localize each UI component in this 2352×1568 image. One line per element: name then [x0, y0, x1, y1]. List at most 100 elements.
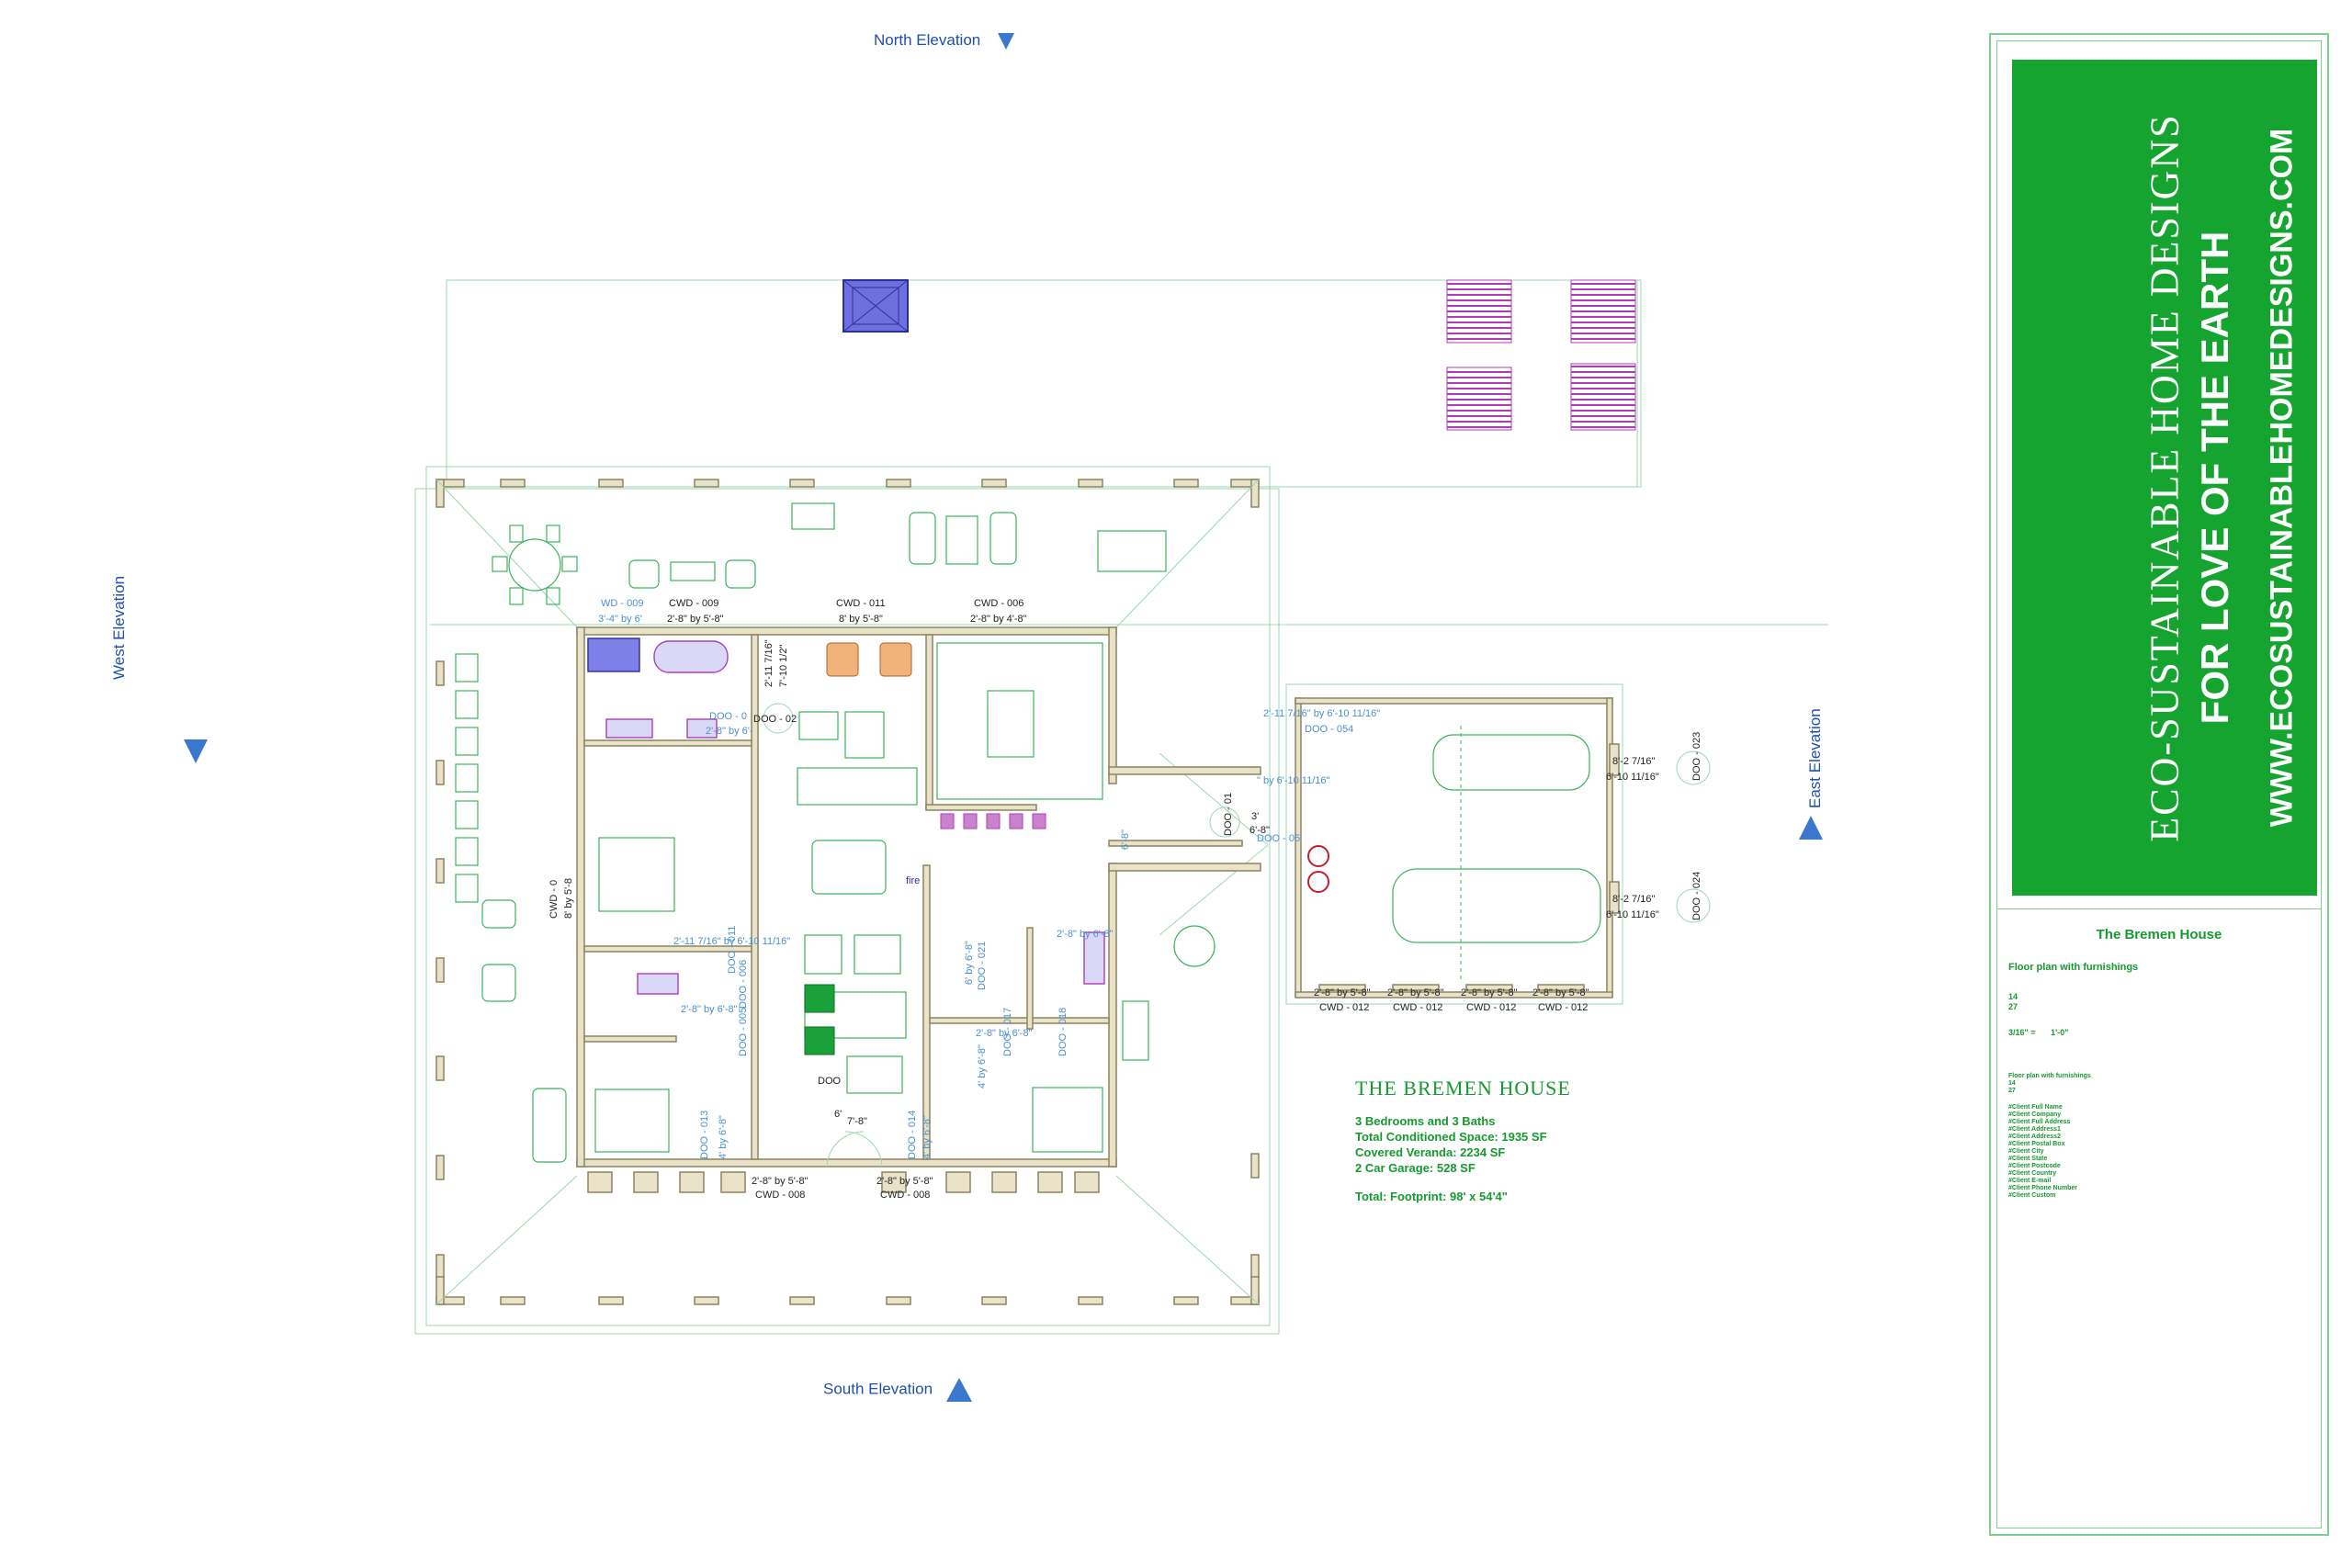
veranda-post	[679, 1171, 705, 1193]
tag-cwd012-1: CWD - 012	[1319, 1002, 1369, 1013]
client-field: #Client Address2	[2008, 1134, 2061, 1140]
tag-wd009: WD - 009	[601, 598, 643, 609]
client-field: #Client Custom	[2008, 1192, 2056, 1199]
tag-doo-size-2: 2'-8" by 6'-8"	[681, 1004, 738, 1015]
east-elevation-marker: East Elevation	[1806, 708, 1825, 808]
tag-dim-68: 6'-8"	[1250, 825, 1270, 836]
title-block-inner: ECO-SUSTAINABLE HOME DESIGNS FOR LOVE OF…	[1996, 40, 2322, 1529]
east-elevation-arrow	[1799, 816, 1823, 840]
project-line-4: 2 Car Garage: 528 SF	[1355, 1161, 1476, 1175]
tag-cwd006-size: 2'-8" by 4'-8"	[970, 614, 1027, 625]
tag-doo017: DOO - 017	[1002, 1008, 1013, 1056]
tag-cwd012-size-3: 2'-8" by 5'-8"	[1461, 987, 1518, 998]
sheet-name: Floor plan with furnishings	[2008, 962, 2139, 973]
tag-doo-size-3: 2'-8" by 6'-8"	[1057, 929, 1114, 940]
pergola-blocks	[1446, 279, 1636, 431]
client-field: #Client Company	[2008, 1111, 2062, 1118]
veranda-post	[1465, 984, 1513, 991]
tag-doo-partial: DOO - 0	[709, 711, 747, 722]
veranda-post	[435, 957, 445, 983]
tag-entry-78: 7'-8"	[847, 1116, 867, 1127]
fire-label: fire	[906, 875, 920, 886]
veranda-post	[1318, 984, 1366, 991]
veranda-post	[435, 760, 445, 785]
tag-doo-size-partial: 2'-8" by 6'-	[706, 726, 753, 737]
tag-doo014-size: 4' by 6'-8"	[922, 1115, 933, 1159]
veranda-post	[1250, 1276, 1260, 1305]
title-block: ECO-SUSTAINABLE HOME DESIGNS FOR LOVE OF…	[1989, 33, 2329, 1536]
client-field: #Client City	[2008, 1148, 2044, 1155]
green-chairs	[804, 984, 835, 1055]
garage-walls	[1295, 697, 1620, 998]
veranda-post	[598, 479, 624, 488]
veranda-post	[886, 1296, 911, 1305]
tag-garage-dims-top: 2'-11 7/16" by 6'-10 11/16"	[1263, 708, 1380, 719]
tag-doo006: DOO - 006	[738, 960, 749, 1009]
client-field: #Client Country	[2008, 1170, 2057, 1177]
tag-doo018: DOO - 018	[1057, 1008, 1069, 1056]
project-info: THE BREMEN HOUSE 3 Bedrooms and 3 Baths …	[1355, 1077, 1571, 1204]
client-field: #Client Postal Box	[2008, 1141, 2065, 1147]
triangle-up-icon	[1799, 816, 1823, 840]
garage-devices	[1307, 845, 1329, 893]
veranda-post	[1250, 1254, 1260, 1280]
small-sheet-total: 27	[2008, 1088, 2016, 1094]
veranda-post	[720, 1171, 746, 1193]
tag-dim-a: 2'-11 7/16"	[763, 639, 775, 687]
veranda-post	[435, 1155, 445, 1180]
site-guides	[414, 279, 1828, 1335]
veranda-post	[881, 1171, 907, 1193]
tag-cwd012-size-1: 2'-8" by 5'-8"	[1314, 987, 1371, 998]
tag-doo-small: 6'-8"	[1120, 829, 1131, 850]
tag-cwd-left-size: 8' by 5'-8	[563, 878, 574, 919]
veranda-post	[633, 1171, 659, 1193]
tag-doo4x: 4' by 6'-8"	[977, 1044, 988, 1089]
brand-slogan: FOR LOVE OF THE EARTH	[2193, 231, 2236, 725]
sheet-number: 14	[2008, 992, 2018, 1001]
veranda-post	[435, 479, 445, 508]
garage-guide	[1285, 683, 1623, 1005]
tag-doo02: DOO - 02	[753, 714, 797, 725]
tag-cwd012-size-2: 2'-8" by 5'-8"	[1387, 987, 1444, 998]
client-field: #Client E-mail	[2008, 1178, 2052, 1184]
west-elevation-label: West Elevation	[110, 575, 128, 680]
client-field: #Client Postcode	[2008, 1163, 2061, 1169]
west-elevation-marker: West Elevation	[110, 576, 129, 680]
veranda-post	[435, 1055, 445, 1081]
veranda-post	[435, 1276, 445, 1305]
veranda-post	[500, 1296, 526, 1305]
brand-website: WWW.ECOSUSTAINABLEHOMEDESIGNS.COM	[2264, 128, 2300, 828]
tag-doo054: DOO - 054	[1305, 724, 1353, 735]
veranda-post	[1074, 1171, 1100, 1193]
veranda-post	[991, 1171, 1017, 1193]
veranda-post	[435, 660, 445, 686]
north-elevation-marker: North Elevation	[874, 31, 1014, 50]
client-field: #Client Address1	[2008, 1126, 2061, 1133]
kitchen-stools	[940, 813, 1046, 829]
tag-doo021-size: 6' by 6'-8"	[964, 941, 975, 985]
tag-dim-3: 3'	[1251, 811, 1259, 822]
tag-cwd008-size-a: 2'-8" by 5'-8"	[752, 1176, 808, 1187]
veranda-post	[945, 1171, 971, 1193]
tag-cwd011-size: 8' by 5'-8"	[839, 614, 883, 625]
house-walls	[576, 626, 1261, 1168]
tag-cwd012-size-4: 2'-8" by 5'-8"	[1532, 987, 1589, 998]
tag-doo023-h: 6'-10 11/16"	[1606, 772, 1659, 783]
tag-doo-size-4: 2'-8" by 6'-8"	[976, 1028, 1033, 1039]
veranda-post	[789, 1296, 815, 1305]
tag-doo005: DOO - 005	[738, 1008, 749, 1056]
black-tags: CWD - 009 2'-8" by 5'-8" CWD - 011 8' by…	[667, 598, 1659, 1127]
title-block-divider	[1997, 908, 2321, 909]
brand-name: ECO-SUSTAINABLE HOME DESIGNS	[2142, 113, 2188, 842]
veranda-post	[1078, 479, 1103, 488]
rotated-tags: 2'-11 7/16" 7'-10 1/2" DOO - 011 DOO - 0…	[699, 639, 1131, 1159]
project-name: THE BREMEN HOUSE	[1355, 1077, 1571, 1100]
veranda-post	[789, 479, 815, 488]
client-field: #Client State	[2008, 1156, 2048, 1162]
veranda-post	[500, 479, 526, 488]
triangle-down-icon	[997, 32, 1014, 50]
client-field: #Client Full Name	[2008, 1104, 2063, 1111]
tag-cwd009: CWD - 009	[669, 598, 718, 609]
door-swings	[763, 703, 1711, 1168]
veranda-post	[694, 1296, 719, 1305]
